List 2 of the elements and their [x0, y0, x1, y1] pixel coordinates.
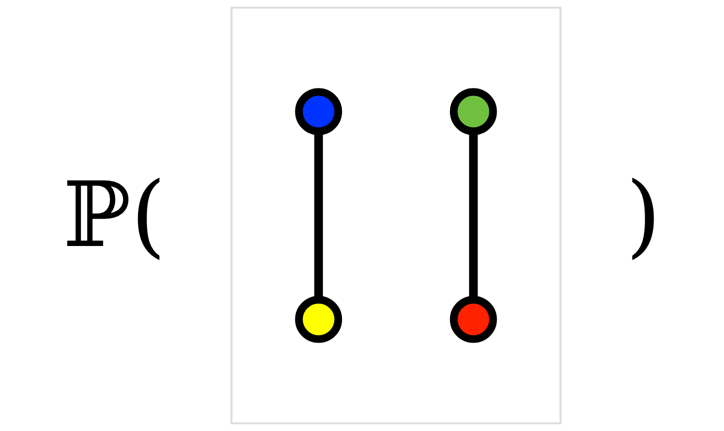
- probability-symbol: ℙ(: [63, 170, 166, 260]
- closing-parenthesis: ): [626, 170, 661, 260]
